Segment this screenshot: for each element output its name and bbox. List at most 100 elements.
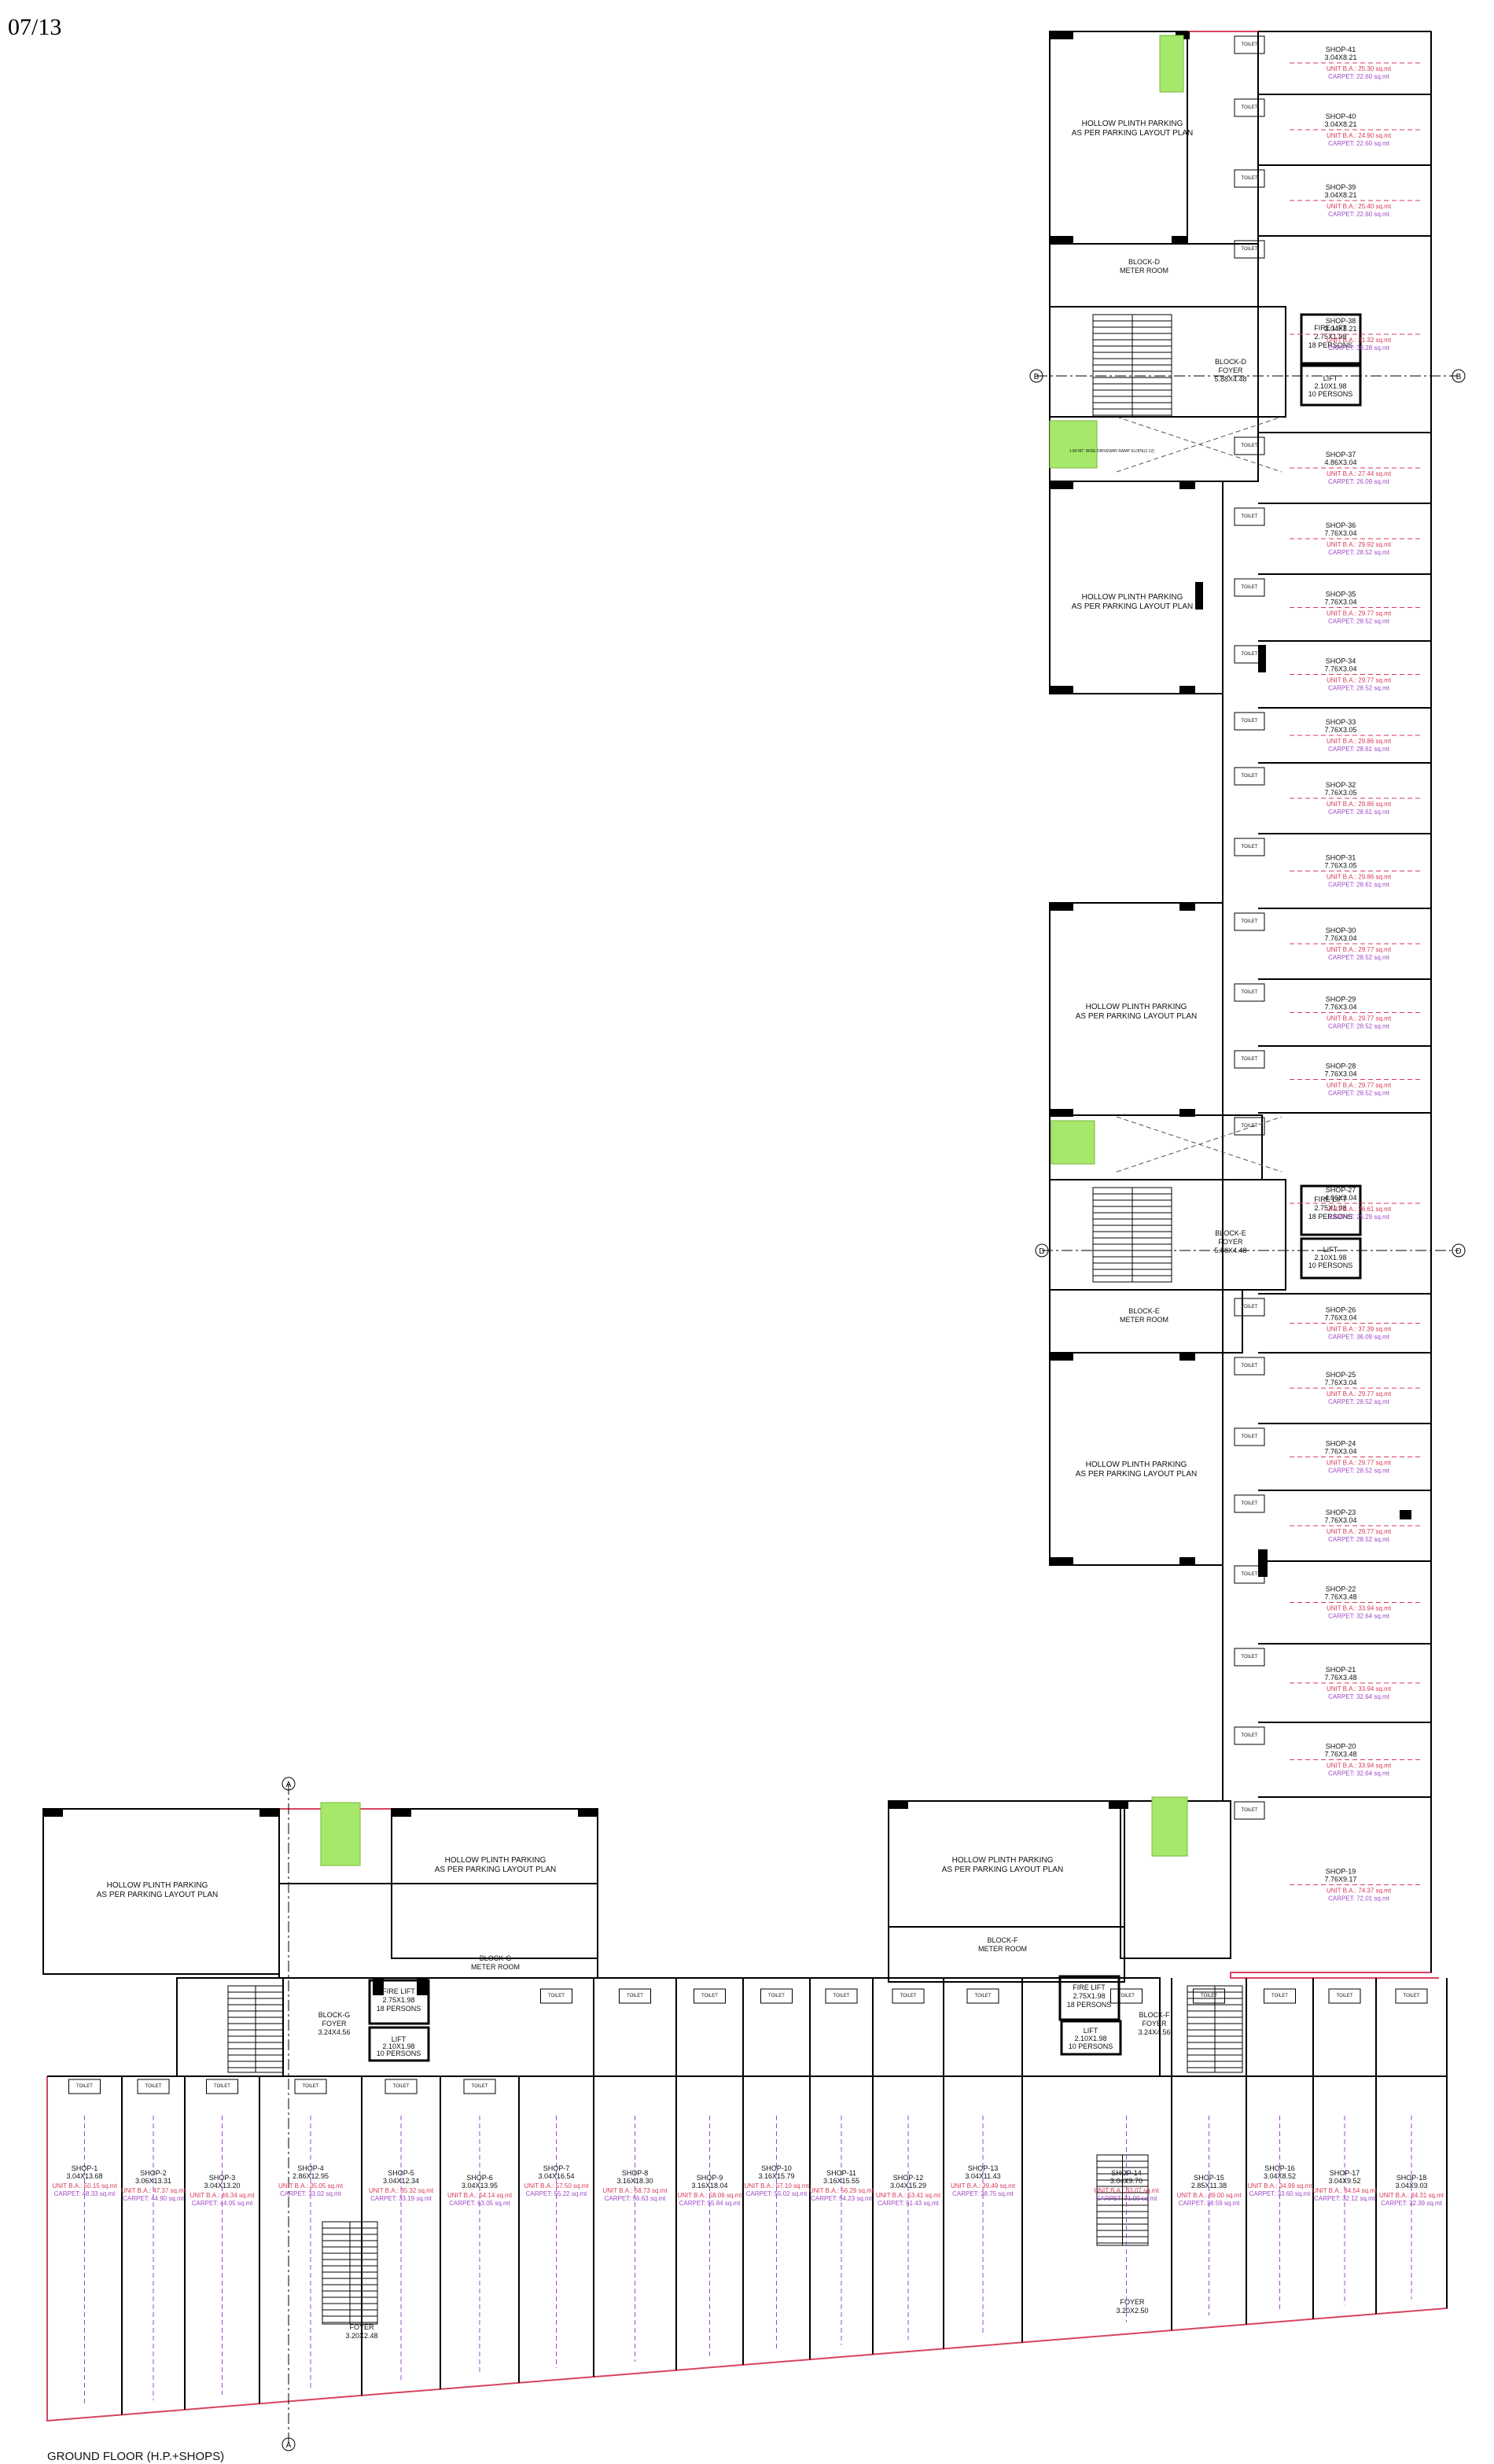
- svg-text:18 PERSONS: 18 PERSONS: [377, 2005, 421, 2013]
- toilet-label: TOILET: [1242, 1057, 1258, 1062]
- svg-text:FOYER: FOYER: [1218, 1238, 1243, 1246]
- shop-name: SHOP-16: [1264, 2164, 1295, 2172]
- toilet-label: TOILET: [1242, 1124, 1258, 1129]
- svg-text:LIFT: LIFT: [392, 2035, 407, 2043]
- shop-carpet-area: CARPET: 33.60 sq.mt: [1249, 2190, 1312, 2197]
- shop-name: SHOP-32: [1326, 781, 1356, 789]
- toilet-label: TOILET: [1242, 652, 1258, 657]
- toilet-box: [385, 2079, 418, 2094]
- svg-text:FIRE LIFT: FIRE LIFT: [1073, 1983, 1106, 1991]
- shop-carpet-area: CARPET: 55.22 sq.mt: [526, 2190, 588, 2197]
- shop-size: 4.86X3.04: [1324, 1194, 1356, 1202]
- shop-name: SHOP-40: [1326, 112, 1356, 120]
- toilet-label: TOILET: [145, 2084, 162, 2089]
- shop-carpet-area: CARPET: 32.39 sq.mt: [1381, 2200, 1443, 2207]
- toilet-box: [1234, 912, 1265, 931]
- shop-carpet-area: CARPET: 28.52 sq.mt: [1328, 1023, 1390, 1030]
- shop-name: SHOP-21: [1326, 1666, 1356, 1674]
- svg-text:18 PERSONS: 18 PERSONS: [1308, 341, 1353, 349]
- shop-carpet-area: CARPET: 38.59 sq.mt: [1179, 2200, 1241, 2207]
- svg-text:18 PERSONS: 18 PERSONS: [1308, 1213, 1353, 1221]
- shop-size: 3.16X18.04: [691, 2182, 727, 2190]
- svg-text:2.10X1.98: 2.10X1.98: [382, 2042, 414, 2050]
- ramp-label: 1.80 MT. WIDE DRIVEWAY RAMP SLOPE(1:12): [1069, 449, 1154, 454]
- shop-size: 3.04X16.54: [538, 2172, 574, 2180]
- toilet-box: [1395, 1988, 1428, 2004]
- stair-treads: [228, 315, 1242, 2324]
- shop-carpet-area: CARPET: 28.52 sq.mt: [1328, 549, 1390, 556]
- toilet-box: [1234, 1298, 1265, 1317]
- shop-name: SHOP-29: [1326, 996, 1356, 1004]
- svg-text:2.75X1.98: 2.75X1.98: [1314, 333, 1346, 341]
- shop-name: SHOP-37: [1326, 451, 1356, 459]
- shop-unit-area: UNIT B.A.: 58.06 sq.mt: [677, 2192, 742, 2199]
- shop-name: SHOP-20: [1326, 1743, 1356, 1751]
- shop-carpet-area: CARPET: 28.61 sq.mt: [1328, 746, 1390, 753]
- shop-name: SHOP-8: [622, 2169, 649, 2177]
- toilet-label: TOILET: [1242, 1808, 1258, 1813]
- svg-text:BLOCK-F: BLOCK-F: [1139, 2011, 1170, 2019]
- toilet-box: [1234, 1427, 1265, 1446]
- shop-unit-area: UNIT B.A.: 31.32 sq.mt: [1327, 337, 1392, 344]
- toilet-box: [1234, 712, 1265, 731]
- shop-size: 7.76X3.04: [1324, 1379, 1356, 1387]
- toilet-box: [1234, 98, 1265, 117]
- shop-size: 7.76X3.05: [1324, 862, 1356, 870]
- shop-name: SHOP-3: [209, 2174, 236, 2182]
- shop-unit-area: UNIT B.A.: 25.40 sq.mt: [1327, 203, 1392, 210]
- shop-name: SHOP-24: [1326, 1440, 1356, 1448]
- toilet-box: [1110, 1988, 1143, 2004]
- shop-unit-area: UNIT B.A.: 58.73 sq.mt: [602, 2187, 668, 2194]
- toilet-label: TOILET: [548, 1994, 565, 1998]
- shop-unit-area: UNIT B.A.: 35.05 sq.mt: [278, 2182, 344, 2190]
- toilet-label: TOILET: [1337, 1994, 1353, 1998]
- svg-text:D: D: [1039, 1247, 1044, 1256]
- shop-name: SHOP-7: [543, 2164, 570, 2172]
- svg-text:BLOCK-G: BLOCK-G: [480, 1954, 512, 1962]
- svg-text:FIRE LIFT: FIRE LIFT: [1314, 1195, 1347, 1203]
- toilet-label: TOILET: [1118, 1994, 1135, 1998]
- shop-name: SHOP-11: [826, 2169, 856, 2177]
- toilet-box: [1234, 1801, 1265, 1820]
- shop-name: SHOP-36: [1326, 521, 1356, 529]
- sheet-number: 07/13: [8, 14, 61, 40]
- shop-unit-area: UNIT B.A.: 53.41 sq.mt: [876, 2192, 941, 2199]
- shop-size: 2.85X11.38: [1191, 2182, 1227, 2190]
- toilet-label: TOILET: [303, 2084, 319, 2089]
- svg-text:A: A: [286, 1781, 292, 1789]
- shop-carpet-area: CARPET: 25.29 sq.mt: [1328, 1214, 1390, 1221]
- parking-title-n1: HOLLOW PLINTH PARKING: [1082, 120, 1183, 128]
- shop-unit-area: UNIT B.A.: 29.77 sq.mt: [1327, 1015, 1392, 1022]
- shop-name: SHOP-35: [1326, 591, 1356, 599]
- svg-text:METER ROOM: METER ROOM: [1120, 1316, 1168, 1324]
- shop-size: 3.16X15.55: [823, 2177, 859, 2185]
- shop-size: 3.04X8.21: [1324, 120, 1356, 128]
- toilet-box: [463, 2079, 496, 2094]
- svg-text:BLOCK-F: BLOCK-F: [987, 1936, 1018, 1944]
- toilet-label: TOILET: [1242, 845, 1258, 849]
- shop-name: SHOP-31: [1326, 854, 1356, 862]
- shop-carpet-area: CARPET: 56.63 sq.mt: [605, 2195, 667, 2202]
- shop-name: SHOP-12: [893, 2174, 924, 2182]
- toilet-box: [694, 1988, 726, 2004]
- toilet-box: [1234, 507, 1265, 526]
- shop-size: 7.76X3.05: [1324, 789, 1356, 797]
- svg-text:FOYER: FOYER: [1218, 366, 1243, 374]
- svg-text:B: B: [1456, 373, 1462, 381]
- shop-carpet-area: CARPET: 44.05 sq.mt: [192, 2200, 254, 2207]
- toilet-box: [1234, 1494, 1265, 1513]
- shop-name: SHOP-1: [72, 2164, 98, 2172]
- shop-carpet-area: CARPET: 51.43 sq.mt: [878, 2200, 940, 2207]
- shop-name: SHOP-15: [1194, 2174, 1224, 2182]
- shop-size: 3.04X11.43: [965, 2172, 1000, 2180]
- shop-size: 3.04X15.29: [890, 2182, 926, 2190]
- shop-unit-area: UNIT B.A.: 37.39 sq.mt: [1327, 1326, 1392, 1333]
- toilet-label: TOILET: [1404, 1994, 1420, 1998]
- shop-size: 3.04X8.52: [1264, 2172, 1296, 2180]
- shop-unit-area: UNIT B.A.: 57.10 sq.mt: [744, 2182, 809, 2190]
- shop-size: 3.04X13.95: [462, 2182, 498, 2190]
- shop-size: 7.76X3.04: [1324, 1004, 1356, 1011]
